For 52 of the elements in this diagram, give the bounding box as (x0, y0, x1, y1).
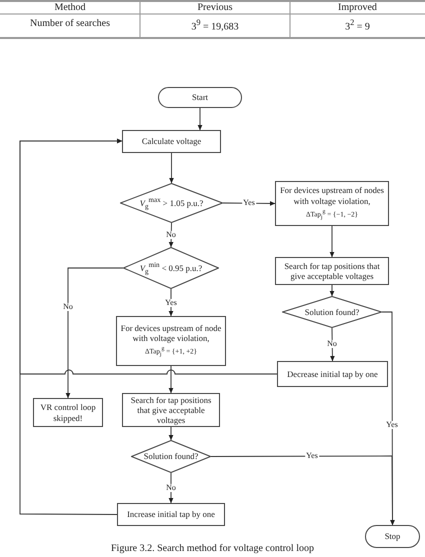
node-text: Search for tap positions that give acceptable voltages (283, 260, 381, 282)
node-text: Decrease initial tap by one (286, 368, 379, 380)
edge-label: Yes (242, 199, 256, 207)
node-text: Search for tap positions that give acceptable voltages (130, 394, 212, 426)
table-cell-text: Number of searches (29, 19, 111, 29)
arrow (168, 426, 174, 440)
node-text: VR control loop skipped! (39, 402, 97, 423)
decision-diamond (282, 296, 382, 328)
arrow (210, 456, 395, 526)
node-text: Increase initial tap by one (126, 509, 216, 520)
edge-label: Yes (385, 421, 399, 429)
arrow (168, 366, 174, 394)
process-box (117, 503, 225, 526)
node-text: Solution found? (142, 451, 200, 462)
table-cell-text: 3$^{2}$ = 9 (344, 19, 371, 32)
table-header: Method (53, 3, 87, 13)
process-box (277, 361, 388, 387)
arrow (20, 138, 122, 515)
arrow (169, 152, 174, 184)
node-text: Start (190, 92, 210, 103)
process-box (116, 316, 226, 366)
node-text: For devices upstream of node with voltage violation, (120, 322, 222, 344)
process-box (122, 130, 221, 153)
arrow (66, 268, 124, 398)
arrow (330, 226, 334, 258)
process-box (122, 393, 220, 427)
node-text: Calculate voltage (140, 136, 202, 147)
node-text: V$_{g}$$^{max}$ > 1.05 p.u.? (138, 196, 204, 210)
terminal-box (365, 525, 420, 548)
arrow (330, 284, 334, 296)
decision-diamond (123, 247, 219, 289)
figure-caption: Figure 3.2. Search method for voltage control loop (110, 543, 315, 554)
decision-diamond (131, 440, 211, 473)
table-header: Previous (196, 3, 234, 13)
node-text: For devices upstream of nodes with voltage violation, (279, 185, 385, 206)
edge-label: No (62, 303, 74, 311)
edge-label: No (326, 340, 338, 348)
table-cell-text: 3$^{9}$ = 19,683 (190, 19, 240, 32)
process-box (33, 398, 103, 427)
edge-label: No (165, 484, 177, 492)
process-box (275, 257, 389, 285)
node-text: V$_{g}$$^{min}$ < 0.95 p.u.? (138, 260, 204, 276)
process-box (275, 181, 389, 226)
edge-label: No (165, 231, 177, 239)
arrow (198, 108, 202, 130)
node-text: Solution found? (304, 306, 360, 318)
node-text: Stop (384, 531, 402, 542)
decision-diamond (120, 183, 223, 223)
table-header: Improved (337, 3, 378, 13)
edge-label: Yes (164, 299, 178, 307)
terminal-box (158, 87, 242, 108)
edge-label: Yes (305, 452, 319, 460)
